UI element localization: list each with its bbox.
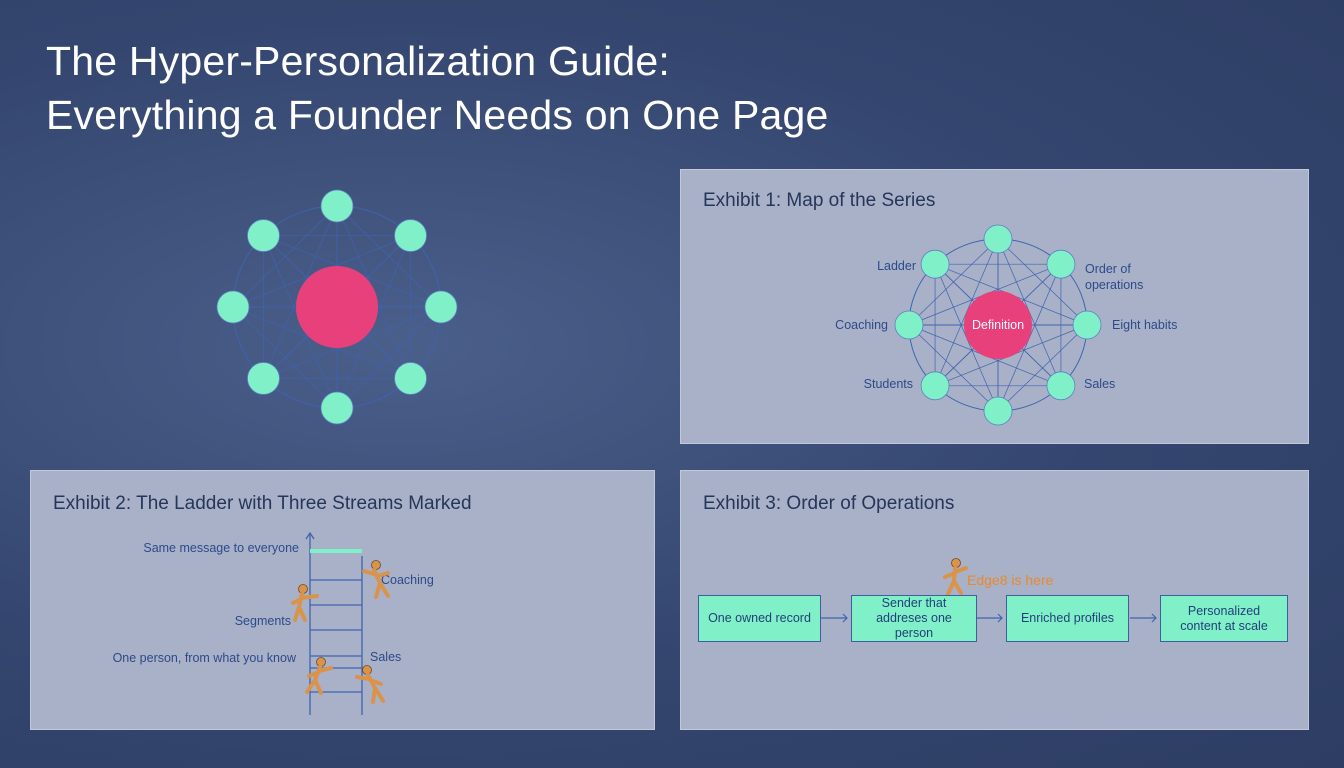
hero-outer-node (320, 189, 354, 223)
hero-outer-node (216, 290, 250, 324)
hero-outer-node (424, 290, 458, 324)
label-order-of: Order of (1085, 262, 1131, 276)
ex1-center-node (964, 291, 1032, 359)
ladder-label-bottom: One person, from what you know (113, 651, 297, 665)
ex1-outer-node (920, 249, 950, 279)
flow-step-1: One owned record (698, 595, 821, 642)
ex1-outer-node (894, 310, 924, 340)
edge8-marker-label: Edge8 is here (967, 572, 1054, 588)
exhibit-2-panel: Exhibit 2: The Ladder with Three Streams… (30, 470, 655, 730)
hero-outer-node (394, 362, 427, 395)
label-eight-habits: Eight habits (1112, 318, 1177, 332)
ex1-outer-node (1072, 310, 1102, 340)
exhibit-1-network-svg: Ladder Order of operations Coaching Eigh… (835, 224, 1177, 426)
climber-bottom-icon (305, 657, 333, 695)
flow-arrows-svg (821, 558, 1157, 623)
hero-outer-node (320, 391, 354, 425)
ladder-label-segments: Segments (235, 614, 291, 628)
ex1-outer-node (920, 371, 950, 401)
exhibit-1-panel: Exhibit 1: Map of the Series Ladder Orde… (680, 169, 1309, 444)
flow-arrowhead-2-icon (997, 613, 1003, 623)
flow-step-4: Personalized content at scale (1160, 595, 1288, 642)
hero-outer-node (247, 219, 280, 252)
stream-label-sales: Sales (370, 650, 401, 664)
hero-network-diagram (200, 180, 480, 430)
ladder-label-top: Same message to everyone (143, 541, 299, 555)
exhibit-3-panel: Exhibit 3: Order of Operations Edge8 is … (680, 470, 1309, 730)
label-operations: operations (1085, 278, 1143, 292)
exhibit-3-title: Exhibit 3: Order of Operations (703, 493, 955, 514)
ex1-outer-node (1046, 249, 1076, 279)
ladder-arrow-up-icon (305, 531, 315, 540)
exhibit-1-title: Exhibit 1: Map of the Series (703, 190, 936, 211)
edge8-marker-figure-icon (943, 558, 968, 596)
hero-center-node (296, 266, 378, 348)
ladder-diagram-svg: Same message to everyone Segments One pe… (113, 531, 434, 715)
flow-step-2: Sender that addreses one person (851, 595, 977, 642)
center-label-definition: Definition (972, 318, 1024, 332)
title-line-1: The Hyper-Personalization Guide: (46, 38, 670, 84)
stream-label-coaching: Coaching (381, 573, 434, 587)
ex1-outer-node (983, 224, 1013, 254)
ex1-outer-node (1046, 371, 1076, 401)
label-sales: Sales (1084, 377, 1115, 391)
ex1-outer-node (983, 396, 1013, 426)
climber-coaching-icon (362, 560, 390, 599)
label-students: Students (864, 377, 913, 391)
climber-segments-icon (291, 584, 319, 622)
title-line-2: Everything a Founder Needs on One Page (46, 92, 829, 138)
hero-outer-node (247, 362, 280, 395)
flow-arrowhead-3-icon (1151, 613, 1157, 623)
flow-arrowhead-1-icon (842, 613, 848, 623)
label-ladder: Ladder (877, 259, 916, 273)
flow-step-3: Enriched profiles (1006, 595, 1129, 642)
hero-outer-node (394, 219, 427, 252)
page-title: The Hyper-Personalization Guide: Everyth… (46, 34, 829, 142)
exhibit-2-title: Exhibit 2: The Ladder with Three Streams… (53, 493, 472, 514)
label-coaching: Coaching (835, 318, 888, 332)
hero-network-svg (216, 189, 458, 425)
climber-sales-icon (355, 665, 385, 704)
